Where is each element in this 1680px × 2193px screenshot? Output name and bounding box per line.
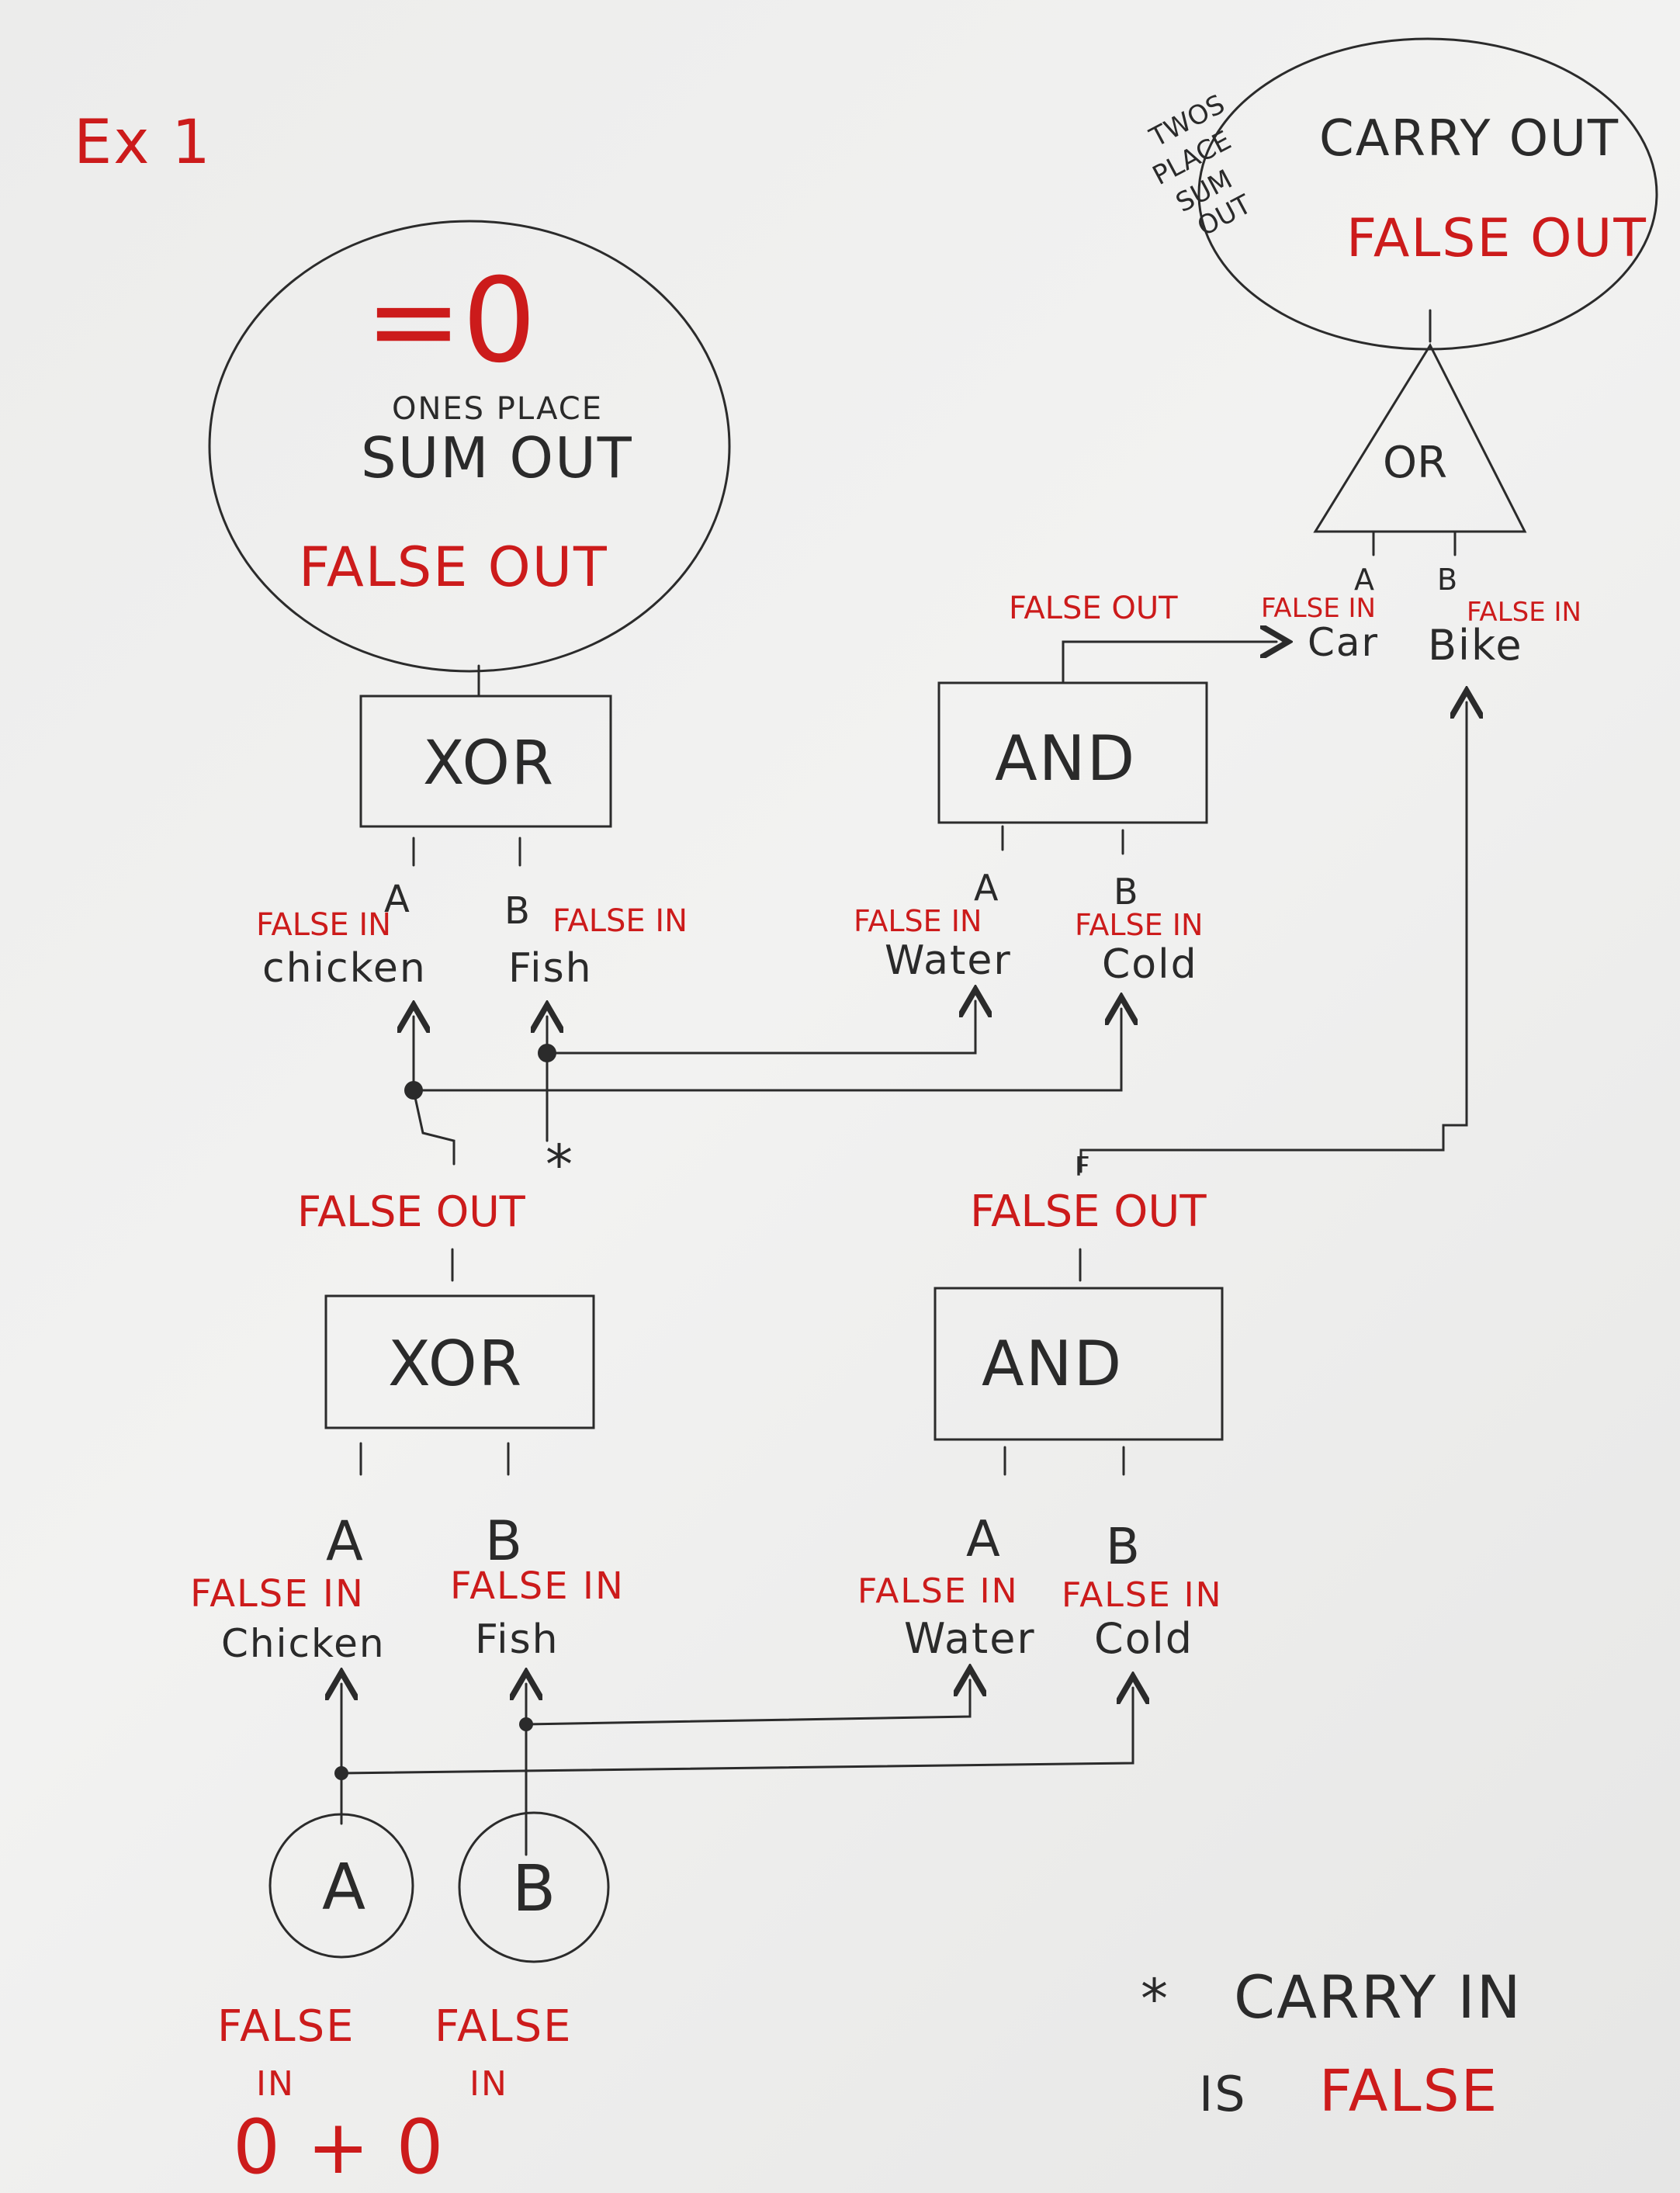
input-b-state-line2: IN — [469, 2064, 508, 2104]
and-bottom-label: AND — [982, 1328, 1123, 1400]
example-label: Ex 1 — [74, 108, 212, 178]
junction-dot-1 — [404, 1081, 423, 1100]
and-bottom-input-b-letter: B — [1106, 1519, 1140, 1576]
xor-top-input-b-letter: B — [504, 889, 530, 933]
or-input-b-name: Bike — [1428, 621, 1523, 670]
sum-result: =0 — [365, 254, 536, 389]
junction-dot-3 — [334, 1766, 348, 1780]
xor-bottom-input-b-letter: B — [485, 1509, 522, 1573]
input-a-state-line1: FALSE — [217, 2001, 355, 2052]
carry-caption: CARRY OUT — [1319, 110, 1619, 168]
junction-dot-4 — [519, 1717, 533, 1731]
and-bottom-input-a-letter: A — [966, 1511, 1000, 1568]
or-input-a-name: Car — [1308, 620, 1379, 665]
or-input-a-state: FALSE IN — [1261, 593, 1376, 624]
input-a-state-line2: IN — [256, 2064, 295, 2104]
or-gate-label: OR — [1383, 438, 1447, 488]
xor-bottom-gate — [324, 1294, 595, 1429]
xor-top-input-b-state: FALSE IN — [552, 903, 688, 939]
and-bottom-output-state: FALSE OUT — [970, 1187, 1207, 1237]
xor-bottom-output-state: FALSE OUT — [297, 1187, 526, 1236]
or-input-b-letter: B — [1437, 563, 1457, 597]
input-equation: 0 + 0 — [233, 2104, 445, 2191]
and-top-input-b-name: Cold — [1102, 941, 1198, 988]
wire-to-and-bottom-b — [340, 1688, 1133, 1775]
or-input-a-letter: A — [1354, 563, 1374, 597]
xor-bottom-input-b-name: Fish — [475, 1616, 559, 1663]
input-b-label: B — [512, 1852, 556, 1926]
carry-note-line2-prefix: IS — [1199, 2066, 1247, 2122]
xor-bottom-input-b-state: FALSE IN — [450, 1564, 625, 1608]
and-top-input-b-letter: B — [1114, 871, 1138, 913]
and-bottom-input-a-state: FALSE IN — [857, 1571, 1019, 1611]
input-b-circle — [458, 1811, 610, 1963]
xor-top-input-b-name: Fish — [508, 945, 593, 992]
and-top-input-a-letter: A — [974, 867, 999, 909]
and-bottom-input-b-state: FALSE IN — [1062, 1575, 1223, 1615]
xor-bottom-input-a-letter: A — [326, 1509, 363, 1573]
and-top-label: AND — [995, 722, 1136, 795]
and-bottom-input-a-name: Water — [904, 1614, 1036, 1663]
xor-top-input-a-state: FALSE IN — [256, 907, 391, 943]
twos-place-note: TWOS PLACE SUM OUT — [1145, 88, 1257, 242]
and-bottom-gate — [934, 1287, 1224, 1441]
and-top-input-b-state: FALSE IN — [1075, 908, 1203, 942]
wire-from-xor-bottom — [412, 1089, 456, 1166]
xor-top-input-a-letter: A — [384, 878, 410, 921]
and-bottom-input-b-name: Cold — [1094, 1614, 1193, 1663]
and-top-input-a-name: Water — [885, 937, 1012, 984]
and-top-output-wire — [1062, 642, 1276, 683]
carry-note-line1: CARRY IN — [1234, 1963, 1522, 2032]
wire-to-and-top-a — [546, 1001, 975, 1055]
sum-output-circle — [208, 220, 731, 673]
sum-output-state: FALSE OUT — [299, 535, 608, 599]
or-input-b-state: FALSE IN — [1467, 597, 1581, 628]
and-top-input-a-state: FALSE IN — [854, 904, 982, 938]
input-a-circle — [268, 1813, 414, 1959]
xor-bottom-input-a-state: FALSE IN — [190, 1572, 365, 1616]
wire-to-and-top-b — [412, 1009, 1121, 1092]
carry-output-state: FALSE OUT — [1346, 208, 1647, 269]
xor-top-label: XOR — [423, 729, 555, 799]
wire-to-or-input-b — [1079, 702, 1467, 1173]
sum-caption-line1: ONES PLACE — [392, 391, 603, 427]
wire-to-and-bottom-a — [525, 1680, 970, 1726]
and-top-output-state: FALSE OUT — [1009, 591, 1178, 626]
carry-in-star: * — [546, 1133, 573, 1197]
input-b-state-line1: FALSE — [435, 2001, 573, 2052]
stray-mark: F — [1075, 1152, 1090, 1183]
junction-dot-2 — [538, 1044, 556, 1062]
input-a-label: A — [322, 1851, 365, 1925]
xor-top-input-a-name: chicken — [262, 945, 427, 992]
xor-bottom-label: XOR — [388, 1328, 523, 1400]
carry-output-circle — [1197, 37, 1658, 351]
sum-caption-line2: SUM OUT — [361, 425, 633, 490]
xor-top-gate — [359, 695, 612, 828]
carry-note-line2: FALSE — [1319, 2058, 1498, 2125]
and-top-gate — [937, 681, 1208, 824]
or-gate — [1313, 342, 1527, 533]
carry-note-star: * — [1141, 1967, 1168, 2031]
xor-bottom-input-a-name: Chicken — [221, 1621, 386, 1666]
